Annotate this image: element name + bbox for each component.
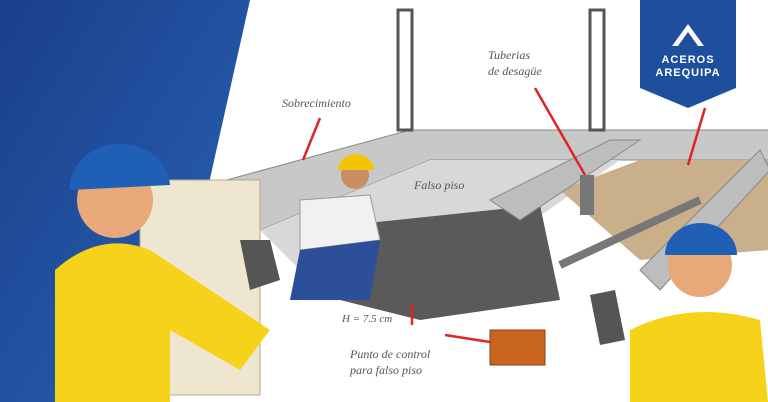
engineer-helmet	[69, 143, 170, 190]
rebar-column	[396, 8, 414, 132]
brick	[489, 329, 546, 366]
logo-mark-icon	[672, 24, 704, 46]
annotation-arrows	[301, 87, 707, 344]
label-punto-control-line2: para falso piso	[350, 363, 423, 377]
engineer-helmet	[665, 223, 737, 255]
worker-helmet	[338, 154, 374, 170]
drain-pipe	[558, 196, 702, 269]
label-falso-piso: Falso piso	[414, 178, 465, 192]
engineer-body	[630, 312, 768, 402]
rebar-column	[588, 8, 606, 132]
worker-legs	[290, 240, 380, 300]
drain-pipe	[580, 175, 594, 215]
brand-logo: ACEROS AREQUIPA	[640, 54, 736, 80]
engineer-glove	[590, 290, 625, 345]
engineer-glove	[240, 240, 280, 290]
label-height: H = 7.5 cm	[342, 313, 393, 325]
logo-line1: ACEROS	[661, 54, 715, 66]
beam	[489, 139, 642, 221]
logo-line2: AREQUIPA	[655, 67, 721, 79]
label-tuberias-line2: de desagüe	[488, 64, 542, 78]
engineer-body	[55, 243, 270, 402]
label-tuberias-line1: Tuberias	[488, 48, 531, 62]
logo-shield	[640, 0, 736, 108]
label-sobrecimiento: Sobrecimiento	[282, 96, 351, 110]
label-punto-control-line1: Punto de control	[350, 347, 431, 361]
